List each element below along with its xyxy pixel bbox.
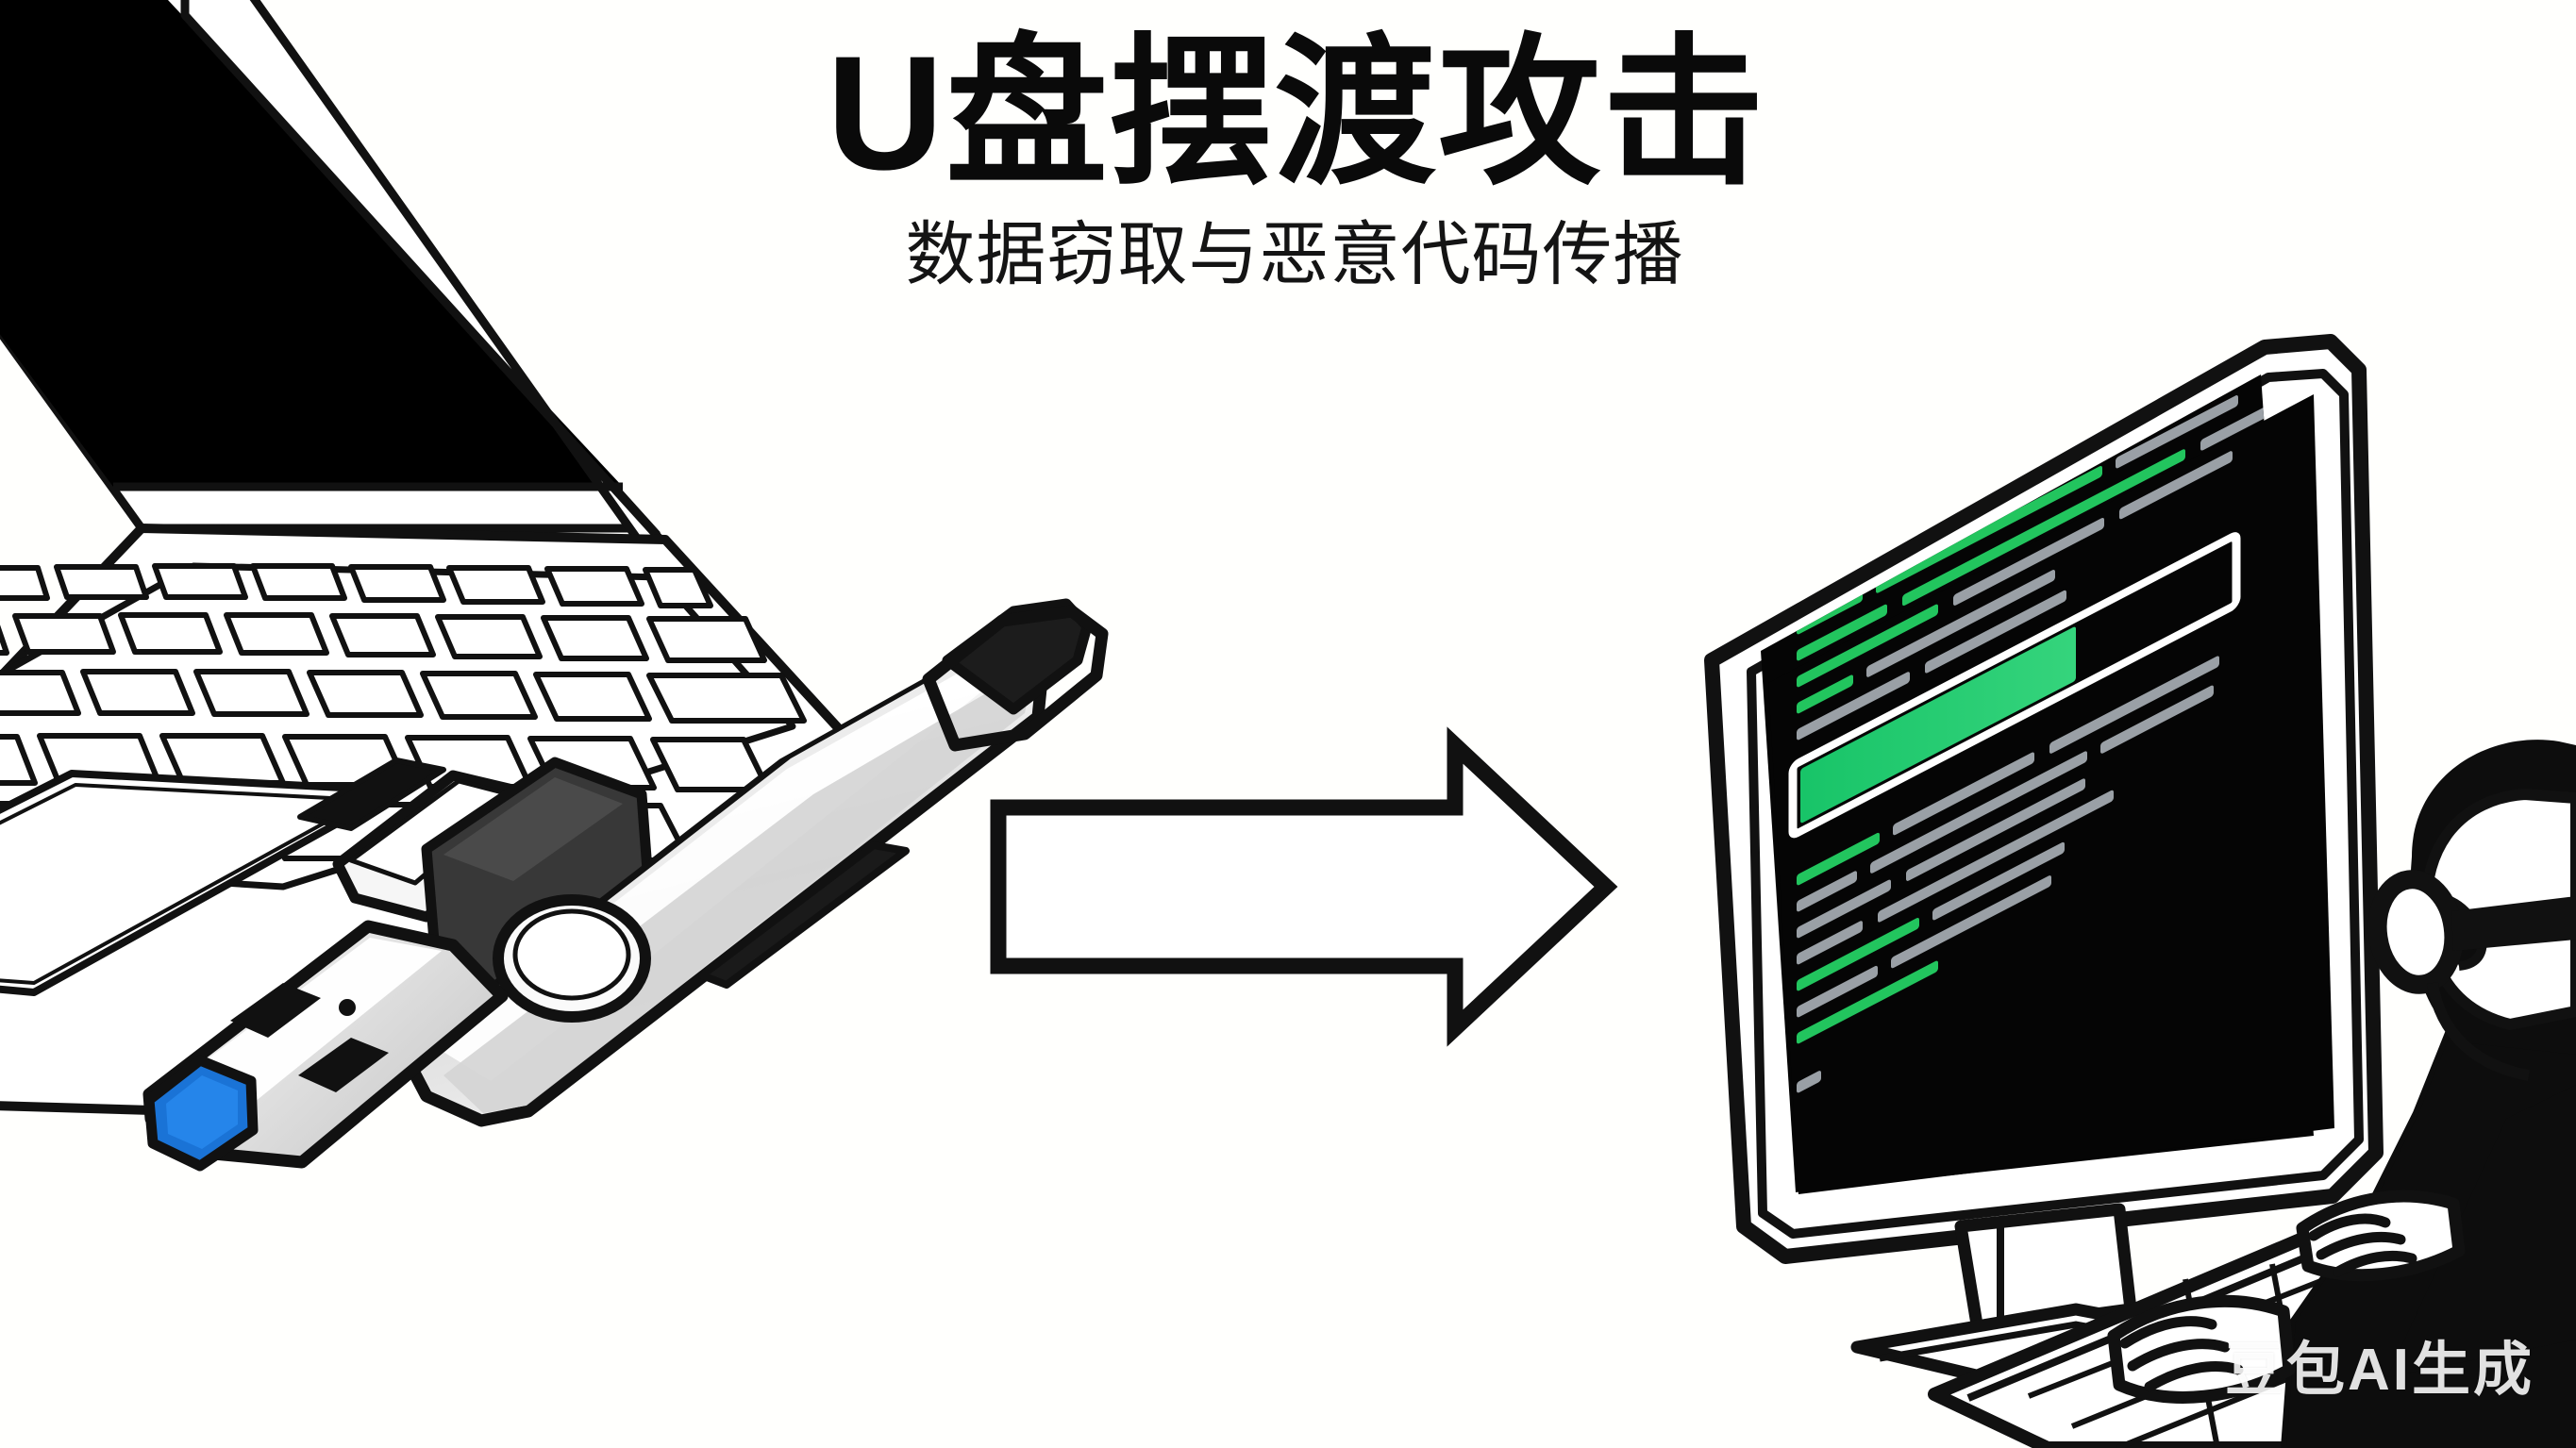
ai-generated-watermark: 豆包AI生成 <box>2224 1338 2534 1403</box>
transfer-arrow <box>990 726 1618 1047</box>
usb-flash-drive-illustration <box>142 598 1109 1172</box>
hacker-figure-illustration <box>2107 740 2576 1448</box>
desktop-monitor-illustration <box>1704 334 2384 1391</box>
